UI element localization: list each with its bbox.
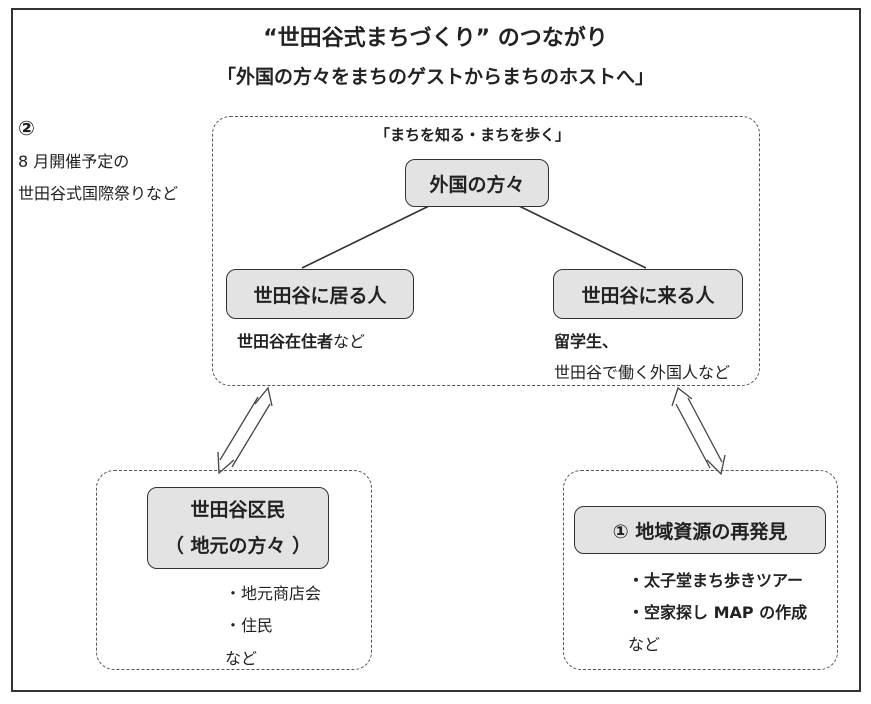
visiting-setagaya-desc-2: 世田谷で働く外国人など xyxy=(554,363,731,382)
living-in-setagaya-desc: 世田谷在住者など xyxy=(237,328,365,352)
event-number: ② xyxy=(18,116,35,140)
setagaya-residents-label: 世田谷区民 xyxy=(190,499,286,521)
event-line-2: 世田谷式国際祭りなど xyxy=(18,184,179,203)
visiting-setagaya-label: 世田谷に来る人 xyxy=(581,284,715,307)
diagram-subtitle: 「外国の方々をまちのゲストからまちのホストへ」 xyxy=(216,66,654,88)
living-in-setagaya-desc-rest: など xyxy=(333,332,366,351)
resources-item-2: ・空家探し MAP の作成 xyxy=(628,603,808,622)
setagaya-residents-node: 世田谷区民 （ 地元の方々 ） xyxy=(147,487,329,569)
resources-etc: など xyxy=(628,635,661,654)
foreign-people-node: 外国の方々 xyxy=(405,159,549,207)
local-resources-label: ① 地域資源の再発見 xyxy=(612,520,788,543)
residents-double-arrow xyxy=(217,386,273,475)
residents-item-2: ・住民 xyxy=(225,616,274,635)
residents-group xyxy=(96,470,372,670)
living-in-setagaya-label: 世田谷に居る人 xyxy=(253,284,387,307)
residents-item-1: ・地元商店会 xyxy=(225,584,322,603)
top-group-caption: 「まちを知る・まちを歩く」 xyxy=(375,126,571,144)
resources-double-arrow xyxy=(671,386,726,476)
residents-etc: など xyxy=(225,649,258,668)
diagram-title: “世田谷式まちづくり” のつながり xyxy=(263,26,608,51)
living-in-setagaya-node: 世田谷に居る人 xyxy=(226,269,414,319)
local-resources-node: ① 地域資源の再発見 xyxy=(574,506,826,554)
root-to-left-line xyxy=(301,205,430,269)
visiting-setagaya-node: 世田谷に来る人 xyxy=(553,269,743,319)
foreign-visitors-group xyxy=(212,116,760,386)
event-line-1: 8 月開催予定の xyxy=(18,152,130,171)
root-to-right-line xyxy=(518,205,647,269)
resources-item-1: ・太子堂まち歩きツアー xyxy=(628,571,804,590)
visiting-setagaya-desc-1: 留学生、 xyxy=(554,332,619,351)
setagaya-residents-sublabel: （ 地元の方々 ） xyxy=(164,535,312,557)
living-in-setagaya-desc-bold: 世田谷在住者 xyxy=(237,332,334,351)
foreign-people-label: 外国の方々 xyxy=(429,173,525,196)
diagram-frame xyxy=(11,8,861,692)
local-resources-group xyxy=(563,470,838,670)
